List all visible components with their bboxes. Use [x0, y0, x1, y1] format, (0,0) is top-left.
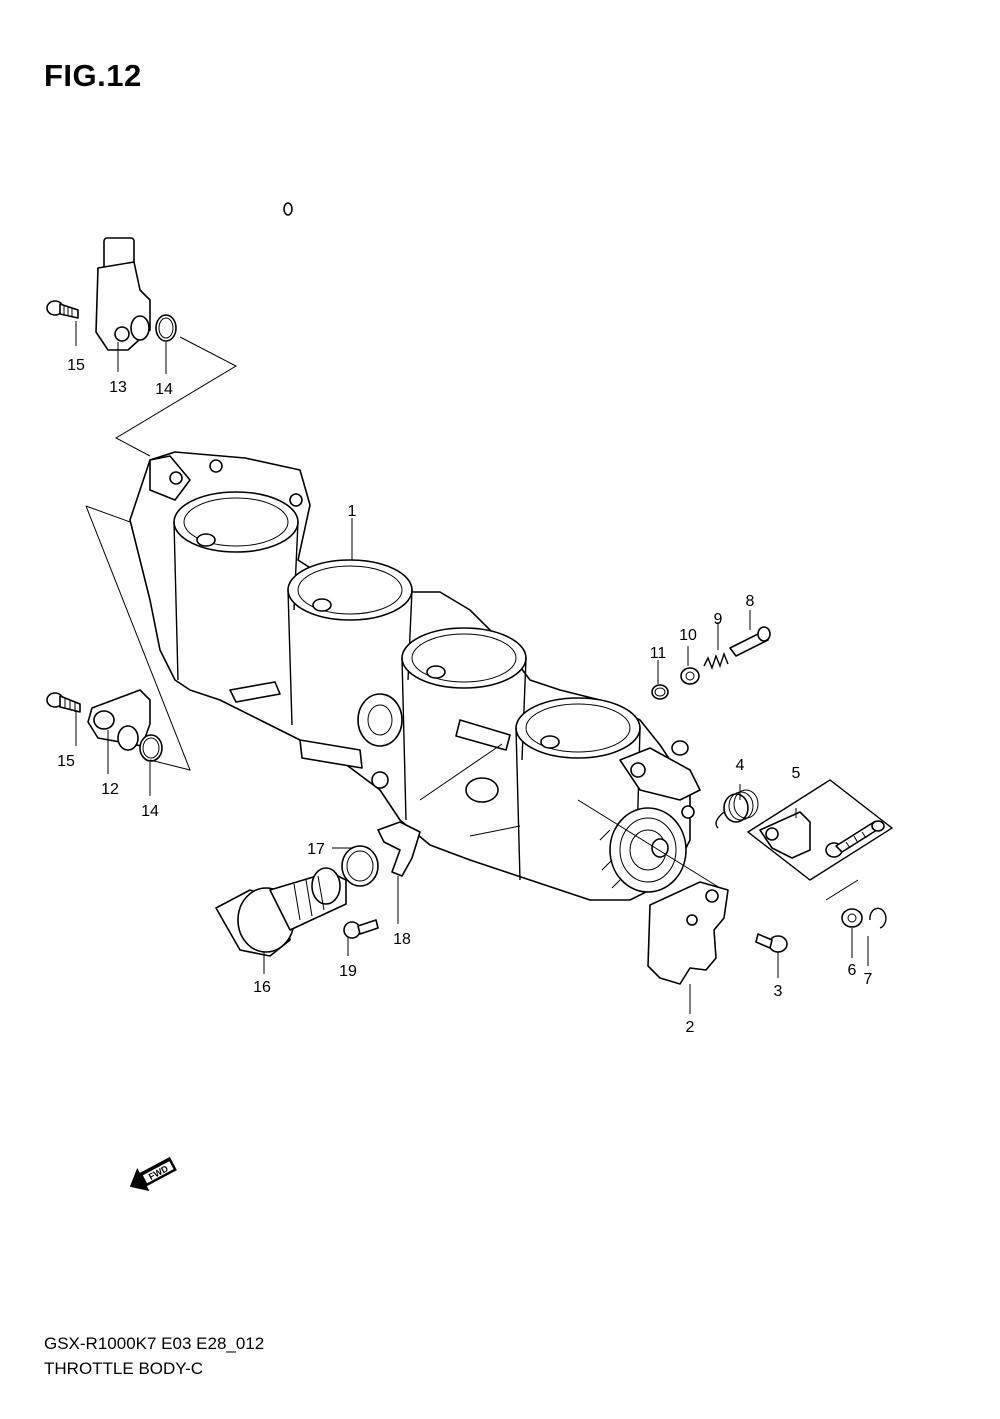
- callout-1: 1: [348, 503, 357, 520]
- footer: GSX-R1000K7 E03 E28_012 THROTTLE BODY-C: [44, 1331, 264, 1381]
- lower-sensor-assembly: [215, 821, 421, 957]
- callout-10: 10: [679, 627, 697, 644]
- callout-14-bottom: 14: [141, 803, 159, 820]
- callout-2: 2: [686, 1019, 695, 1036]
- callout-6: 6: [848, 962, 857, 979]
- callout-15-bottom: 15: [57, 753, 75, 770]
- callout-9: 9: [714, 611, 723, 628]
- leader-lines: [75, 321, 869, 1014]
- model-code: GSX-R1000K7 E03 E28_012: [44, 1334, 265, 1353]
- callout-8: 8: [746, 593, 755, 610]
- throttle-position-sensor-assembly: [46, 202, 293, 351]
- callout-19: 19: [339, 963, 357, 980]
- callout-14-top: 14: [155, 381, 173, 398]
- left-sensor-assembly: [46, 689, 163, 762]
- callout-12: 12: [101, 781, 119, 798]
- callout-16: 16: [253, 979, 271, 996]
- callout-18: 18: [393, 931, 411, 948]
- callout-3: 3: [774, 983, 783, 1000]
- right-side-parts: [647, 626, 894, 985]
- fwd-arrow-icon: FWD: [129, 1156, 177, 1192]
- callout-15-top: 15: [67, 357, 85, 374]
- callout-numbers: 1 2 3 4 5 6 7 8 9 10 11 12 13 14 14 15 1…: [57, 357, 872, 1036]
- callout-13: 13: [109, 379, 127, 396]
- callout-17: 17: [307, 841, 325, 858]
- callout-4: 4: [736, 757, 745, 774]
- callout-11: 11: [650, 645, 667, 662]
- figure-title: FIG.12: [44, 58, 142, 93]
- callout-5: 5: [792, 765, 801, 782]
- throttle-body-main: [129, 451, 701, 901]
- callout-7: 7: [864, 971, 873, 988]
- section-name: THROTTLE BODY-C: [44, 1359, 204, 1378]
